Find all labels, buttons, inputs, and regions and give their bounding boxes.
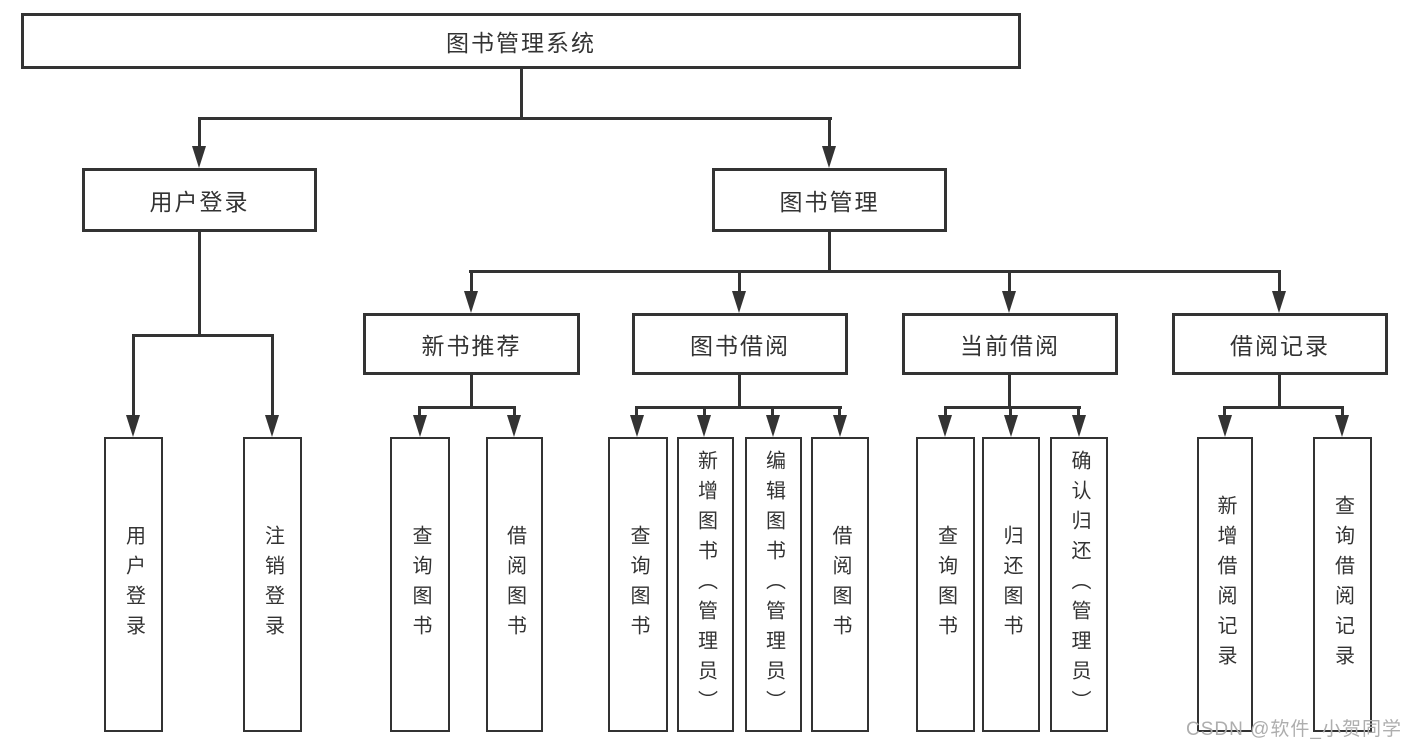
leaf-user-login: 用户登录 [104, 437, 163, 732]
connector-line [513, 406, 516, 418]
leaf-current-confirm-return-admin: 确认归还（管理员） [1050, 437, 1108, 732]
leaf-current-query-books: 查询图书 [916, 437, 975, 732]
connector-arrow-icon [507, 415, 521, 437]
connector-line [635, 406, 842, 409]
connector-arrow-icon [464, 291, 478, 313]
leaf-newbooks-query-books: 查询图书 [390, 437, 450, 732]
connector-line [1223, 406, 1344, 409]
connector-arrow-icon [413, 415, 427, 437]
connector-line [944, 406, 947, 418]
connector-line [271, 334, 274, 418]
connector-arrow-icon [822, 146, 836, 168]
connector-arrow-icon [697, 415, 711, 437]
node-current-borrow: 当前借阅 [902, 313, 1118, 375]
leaf-label: 查询图书 [934, 524, 957, 645]
leaf-label: 查询图书 [627, 524, 649, 645]
connector-line [198, 117, 832, 120]
connector-line [470, 375, 473, 408]
connector-line [198, 117, 201, 149]
node-user-login: 用户登录 [82, 168, 317, 232]
connector-arrow-icon [1002, 291, 1016, 313]
connector-arrow-icon [126, 415, 140, 437]
leaf-label: 借阅图书 [829, 524, 851, 645]
connector-line [1278, 375, 1281, 408]
connector-arrow-icon [833, 415, 847, 437]
connector-line [1278, 270, 1281, 294]
connector-arrow-icon [630, 415, 644, 437]
connector-arrow-icon [192, 146, 206, 168]
leaf-borrow-add-books-admin: 新增图书（管理员） [677, 437, 734, 732]
leaf-borrow-edit-books-admin: 编辑图书（管理员） [745, 437, 802, 732]
connector-line [771, 406, 774, 418]
connector-arrow-icon [732, 291, 746, 313]
leaf-label: 新增图书（管理员） [694, 449, 717, 720]
connector-line [1008, 375, 1011, 408]
connector-arrow-icon [265, 415, 279, 437]
leaf-label: 用户登录 [122, 524, 145, 645]
connector-line [828, 232, 831, 272]
connector-line [470, 270, 473, 294]
leaf-label: 注销登录 [261, 524, 284, 645]
connector-line [944, 406, 1081, 409]
leaf-logout: 注销登录 [243, 437, 302, 732]
connector-line [828, 117, 831, 149]
leaf-label: 确认归还（管理员） [1068, 449, 1090, 720]
node-book-borrow: 图书借阅 [632, 313, 848, 375]
connector-arrow-icon [938, 415, 952, 437]
node-new-book-recommend: 新书推荐 [363, 313, 580, 375]
leaf-label: 归还图书 [1000, 524, 1022, 645]
connector-line [1008, 270, 1011, 294]
connector-line [520, 68, 523, 118]
connector-line [738, 270, 741, 294]
connector-arrow-icon [766, 415, 780, 437]
connector-line [469, 270, 1280, 273]
connector-line [132, 334, 274, 337]
connector-arrow-icon [1072, 415, 1086, 437]
leaf-label: 借阅图书 [503, 524, 526, 645]
connector-line [1223, 406, 1226, 418]
connector-arrow-icon [1272, 291, 1286, 313]
connector-line [418, 406, 421, 418]
leaf-label: 查询图书 [409, 524, 431, 645]
connector-line [838, 406, 841, 418]
connector-line [635, 406, 638, 418]
leaf-records-add-record: 新增借阅记录 [1197, 437, 1253, 732]
leaf-borrow-borrow-books: 借阅图书 [811, 437, 869, 732]
connector-line [1341, 406, 1344, 418]
leaf-current-return-books: 归还图书 [982, 437, 1040, 732]
connector-line [1077, 406, 1080, 418]
connector-line [132, 334, 135, 418]
leaf-label: 查询借阅记录 [1331, 494, 1354, 675]
connector-line [1009, 406, 1012, 418]
csdn-watermark: CSDN @软件_小贺同学 [1186, 719, 1402, 740]
connector-arrow-icon [1004, 415, 1018, 437]
node-book-management: 图书管理 [712, 168, 947, 232]
connector-line [198, 232, 201, 336]
connector-line [418, 406, 516, 409]
node-root: 图书管理系统 [21, 13, 1021, 69]
leaf-borrow-query-books: 查询图书 [608, 437, 668, 732]
leaf-records-query-record: 查询借阅记录 [1313, 437, 1372, 732]
connector-line [738, 375, 741, 408]
connector-line [703, 406, 706, 418]
connector-arrow-icon [1218, 415, 1232, 437]
leaf-newbooks-borrow-books: 借阅图书 [486, 437, 543, 732]
node-borrow-records: 借阅记录 [1172, 313, 1388, 375]
leaf-label: 新增借阅记录 [1214, 494, 1236, 675]
connector-arrow-icon [1335, 415, 1349, 437]
leaf-label: 编辑图书（管理员） [762, 449, 785, 720]
